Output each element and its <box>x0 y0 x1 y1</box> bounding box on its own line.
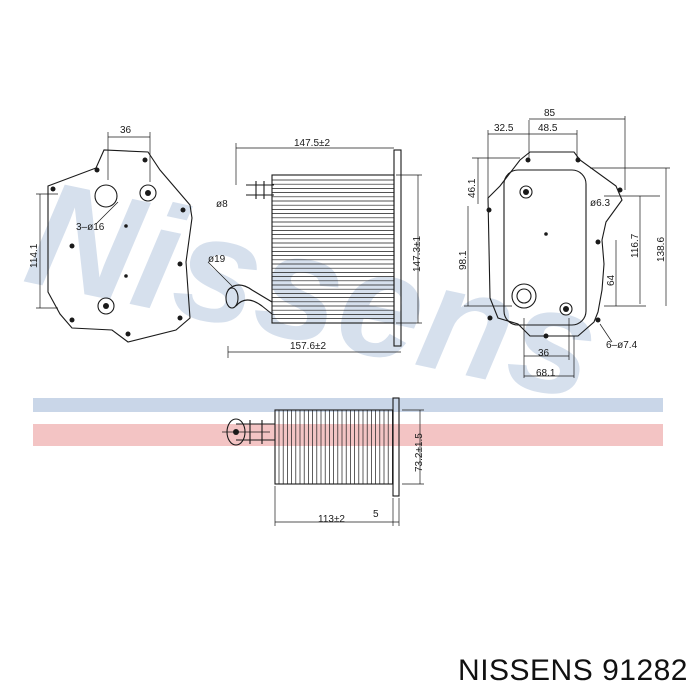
front-dim-hole: 3–ø16 <box>76 222 105 233</box>
bottom-view <box>222 397 424 526</box>
back-dim-v3: 116.7 <box>630 233 641 258</box>
front-dim-height: 114.1 <box>29 243 40 268</box>
back-dim-hole-big: 6–ø7.4 <box>606 340 638 351</box>
back-dim-v4: 64 <box>606 274 617 286</box>
front-dim-top: 36 <box>120 125 132 136</box>
back-dim-d2: 48.5 <box>538 123 558 134</box>
back-dim-hole-small: ø6.3 <box>590 198 610 209</box>
part-number-caption: NISSENS 91282 <box>458 654 688 687</box>
side-view <box>207 143 422 358</box>
front-view <box>36 132 193 343</box>
bottom-dim-height: 73.2±1.5 <box>414 433 425 472</box>
side-dim-d-pipe: ø19 <box>208 254 226 265</box>
back-dim-v1: 46.1 <box>467 178 478 198</box>
back-view <box>464 116 670 378</box>
back-dim-v2: 98.1 <box>458 250 469 270</box>
back-dim-d3: 85 <box>544 108 556 119</box>
side-dim-d-small: ø8 <box>216 199 228 210</box>
side-dim-length: 147.5±2 <box>294 138 331 149</box>
back-dim-d1: 32.5 <box>494 123 514 134</box>
back-dim-b1: 36 <box>538 348 550 359</box>
back-dim-b2: 68.1 <box>536 368 556 379</box>
bottom-dim-flange: 5 <box>373 509 379 520</box>
watermark-red-band <box>33 424 663 446</box>
side-dim-height: 147.3±1 <box>412 235 423 272</box>
watermark-blue-band <box>33 398 663 412</box>
bottom-dim-width: 113±2 <box>318 514 345 525</box>
back-dim-v5: 138.6 <box>656 237 667 262</box>
side-dim-overall: 157.6±2 <box>290 341 327 352</box>
